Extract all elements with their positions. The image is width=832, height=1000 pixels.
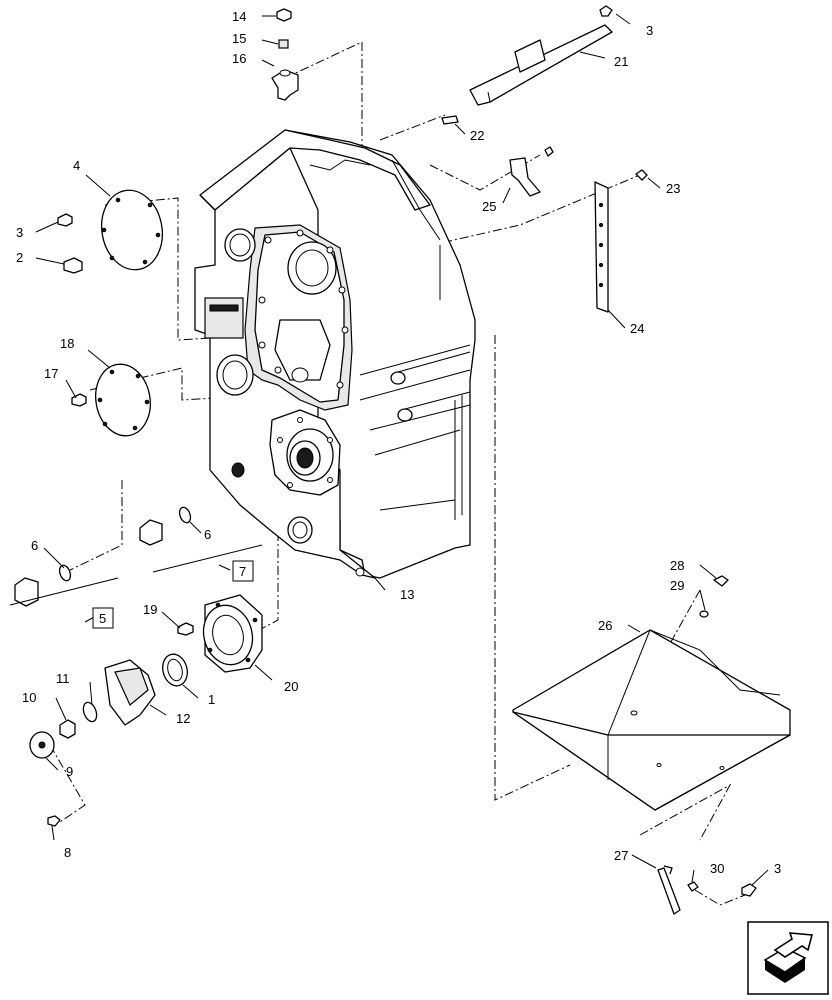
callout-labels: 14 15 16 3 21 22 23 25 24 4 3 2 18 17 6 …	[16, 9, 781, 876]
callout-4: 4	[73, 158, 80, 173]
callout-20: 20	[284, 679, 298, 694]
cover-plate-4	[57, 189, 163, 274]
callout-9: 9	[66, 764, 73, 779]
callout-22: 22	[470, 128, 484, 143]
callout-14: 14	[232, 9, 246, 24]
breather-assembly	[271, 8, 299, 101]
arrow-navigation-icon[interactable]	[747, 921, 829, 995]
callout-24: 24	[630, 321, 644, 336]
callout-23: 23	[666, 181, 680, 196]
callout-15: 15	[232, 31, 246, 46]
callout-18: 18	[60, 336, 74, 351]
guard-tray-26	[512, 575, 791, 811]
plate-bolts	[258, 229, 349, 389]
callout-3-bottom: 3	[774, 861, 781, 876]
callout-29: 29	[670, 578, 684, 593]
callout-12: 12	[176, 711, 190, 726]
cover-plate-18	[71, 363, 151, 437]
callout-25: 25	[482, 199, 496, 214]
callout-6-left: 6	[31, 538, 38, 553]
callout-3-cover: 3	[16, 225, 23, 240]
transmission-housing	[194, 129, 476, 579]
callout-27: 27	[614, 848, 628, 863]
callout-16: 16	[232, 51, 246, 66]
plugs	[9, 506, 263, 607]
callout-17: 17	[44, 366, 58, 381]
callout-3: 3	[646, 23, 653, 38]
callout-30: 30	[710, 861, 724, 876]
leader-lines	[35, 13, 769, 886]
callout-5: 5	[99, 611, 106, 626]
callout-7: 7	[239, 564, 246, 579]
callout-2: 2	[16, 250, 23, 265]
callout-6-right: 6	[204, 527, 211, 542]
callout-13: 13	[400, 587, 414, 602]
callout-8: 8	[64, 845, 71, 860]
callout-21: 21	[614, 54, 628, 69]
callout-1: 1	[208, 692, 215, 707]
support-strip-24	[594, 169, 648, 313]
callout-26: 26	[598, 618, 612, 633]
output-flange-assembly	[29, 594, 263, 827]
bracket-21	[469, 5, 613, 106]
bracket-27	[657, 865, 757, 915]
pin-22	[441, 115, 459, 125]
bracket-25	[509, 146, 554, 197]
callout-19: 19	[143, 602, 157, 617]
callout-28: 28	[670, 558, 684, 573]
callout-10: 10	[22, 690, 36, 705]
callout-11: 11	[56, 671, 70, 686]
